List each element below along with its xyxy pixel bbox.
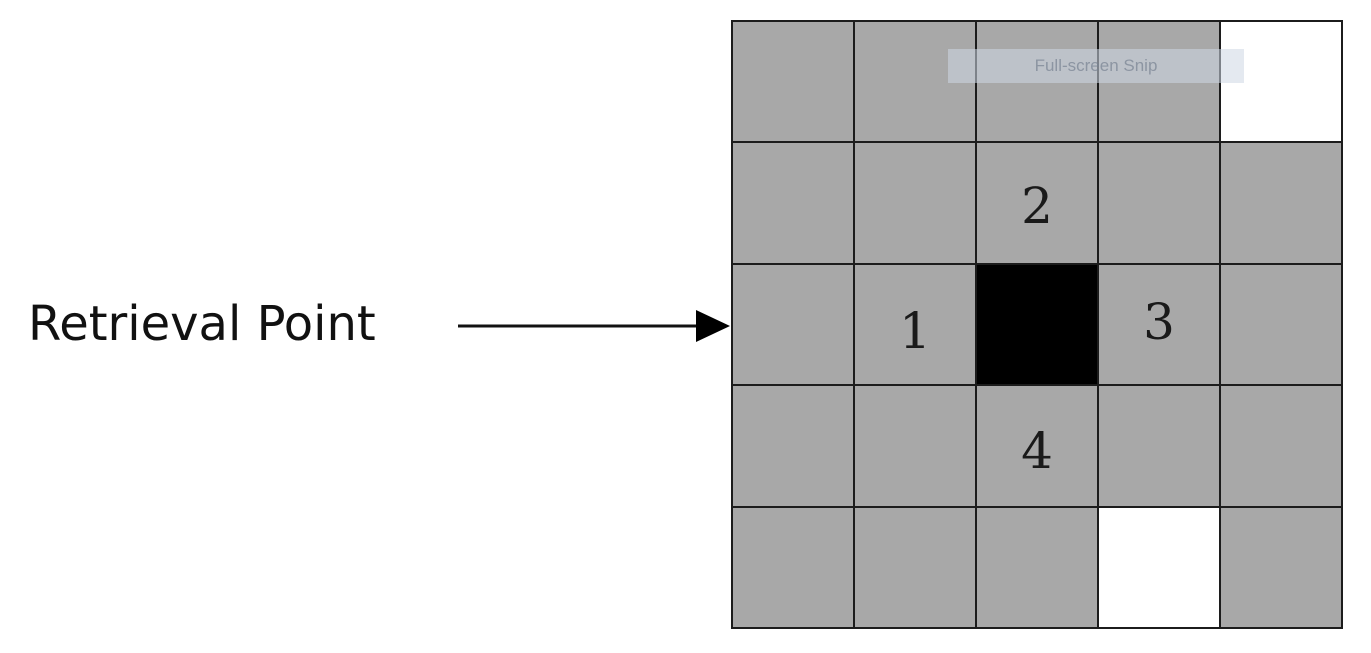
grid-cell-r3c3 — [977, 264, 1097, 385]
retrieval-point-label: Retrieval Point — [28, 296, 376, 352]
grid-cell-r3c2: 1 — [855, 264, 975, 385]
grid-cell-r1c1 — [733, 22, 853, 142]
grid-cell-r5c1 — [733, 507, 853, 627]
grid-cell-r4c5 — [1221, 386, 1341, 506]
grid-cell-r2c1 — [733, 143, 853, 263]
grid-cell-r3c4: 3 — [1099, 264, 1219, 385]
grid-cell-r5c4 — [1099, 507, 1219, 627]
grid-cell-r4c1 — [733, 386, 853, 506]
grid-cell-r5c2 — [855, 507, 975, 627]
full-screen-snip-overlay[interactable]: Full-screen Snip — [948, 49, 1244, 83]
grid-cell-r2c5 — [1221, 143, 1341, 263]
cell-number-4: 4 — [1021, 421, 1053, 480]
grid-cell-r4c4 — [1099, 386, 1219, 506]
grid-cell-r2c3: 2 — [977, 143, 1097, 263]
grid-cell-r4c3: 4 — [977, 386, 1097, 506]
grid-cell-r4c2 — [855, 386, 975, 506]
grid-cell-r5c5 — [1221, 507, 1341, 627]
grid: 2 1 3 4 — [731, 20, 1343, 629]
arrow-icon — [458, 310, 730, 342]
cell-number-2: 2 — [1021, 177, 1053, 236]
grid-cell-r2c2 — [855, 143, 975, 263]
grid-cell-r2c4 — [1099, 143, 1219, 263]
grid-cell-r5c3 — [977, 507, 1097, 627]
cell-number-1: 1 — [899, 302, 931, 361]
grid-cell-r3c1 — [733, 264, 853, 385]
cell-number-3: 3 — [1143, 293, 1175, 352]
grid-cell-r3c5 — [1221, 264, 1341, 385]
